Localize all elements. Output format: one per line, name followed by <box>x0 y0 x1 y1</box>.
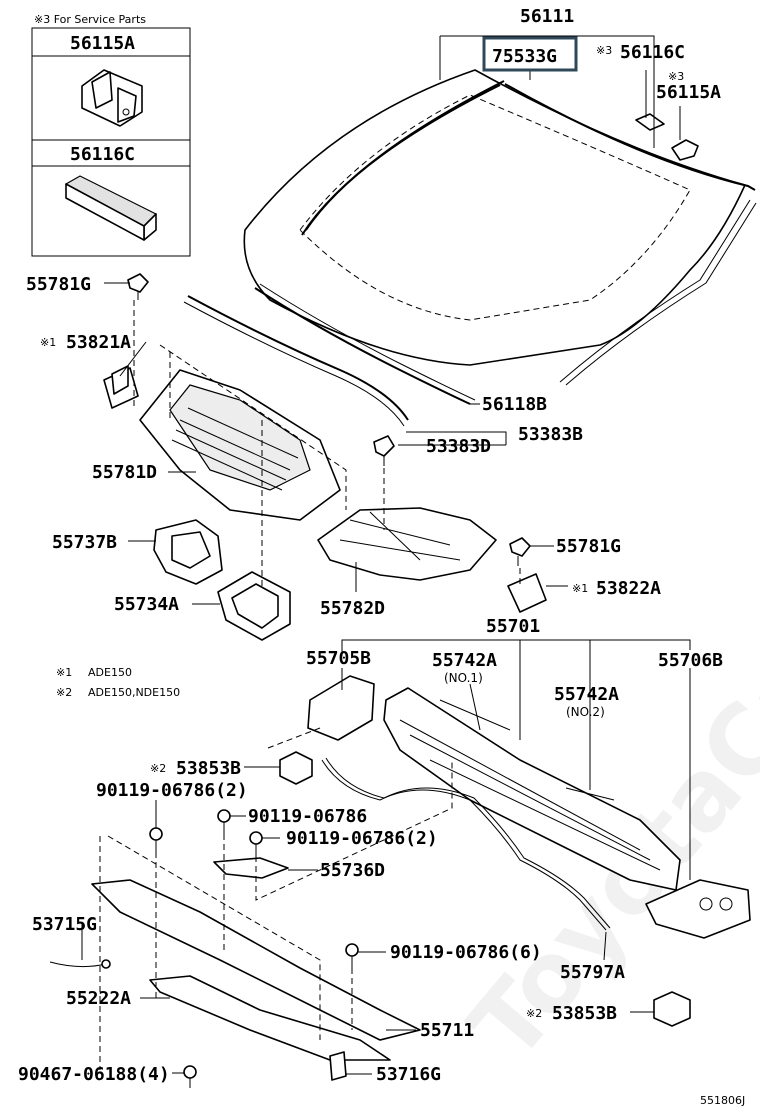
panel-55711[interactable] <box>149 975 391 1061</box>
label-90467-06188[interactable]: 90467-06188(4) <box>18 1064 170 1085</box>
clip-53716G[interactable] <box>329 1051 347 1081</box>
label-55701[interactable]: 55701 <box>486 616 540 637</box>
diagram-reference-code: 551806J <box>700 1094 745 1107</box>
hose-55797A[interactable] <box>321 757 611 931</box>
screw-b[interactable] <box>217 809 231 834</box>
bracket-55706B[interactable] <box>645 879 751 939</box>
label-55781G-top[interactable]: 55781G <box>26 274 91 295</box>
seal-55737B[interactable] <box>153 519 223 585</box>
label-53821A[interactable]: 53821A <box>66 332 131 353</box>
label-55742A-no2[interactable]: 55742A <box>554 684 619 705</box>
screw-d[interactable] <box>345 943 359 968</box>
mark-53853B-bottom: ※2 <box>526 1007 542 1020</box>
label-90119-c[interactable]: 90119-06786(2) <box>286 828 438 849</box>
pad-53853B-top[interactable] <box>279 751 313 785</box>
label-90119-a[interactable]: 90119-06786(2) <box>96 780 248 801</box>
note-2-mark: ※2 <box>56 686 72 699</box>
label-53853B-top[interactable]: 53853B <box>176 758 241 779</box>
label-53853B-bottom[interactable]: 53853B <box>552 1003 617 1024</box>
screw-c[interactable] <box>249 831 263 856</box>
service-box-title: ※3 For Service Parts <box>34 13 146 26</box>
mark-53821A: ※1 <box>40 336 56 349</box>
moulding-56118B[interactable] <box>183 283 476 427</box>
label-53383D[interactable]: 53383D <box>426 436 491 457</box>
bracket-55705B[interactable] <box>307 675 375 741</box>
label-no1: (NO.1) <box>444 671 483 685</box>
label-55737B[interactable]: 55737B <box>52 532 117 553</box>
label-90119-d[interactable]: 90119-06786(6) <box>390 942 542 963</box>
mark-56115A: ※3 <box>668 70 684 83</box>
clip-53383D[interactable] <box>373 435 395 466</box>
pad-56116C-part[interactable] <box>635 113 665 131</box>
screw-e[interactable] <box>183 1065 197 1088</box>
pad-56116C-illustration <box>64 175 158 241</box>
label-56111[interactable]: 56111 <box>520 6 574 27</box>
label-56116C[interactable]: 56116C <box>620 42 685 63</box>
label-55781G-mid[interactable]: 55781G <box>556 536 621 557</box>
service-item-56115A[interactable]: 56115A <box>70 33 135 54</box>
label-55736D[interactable]: 55736D <box>320 860 385 881</box>
label-55781D[interactable]: 55781D <box>92 462 157 483</box>
label-55797A[interactable]: 55797A <box>560 962 625 983</box>
cowl-louver-55781D[interactable] <box>139 369 341 521</box>
bracket-55736D[interactable] <box>213 857 289 879</box>
clip-56115A-part[interactable] <box>671 139 699 161</box>
label-56115A[interactable]: 56115A <box>656 82 721 103</box>
note-2-text: ADE150,NDE150 <box>88 686 180 699</box>
note-1-mark: ※1 <box>56 666 72 679</box>
mark-56116C: ※3 <box>596 44 612 57</box>
label-55705B[interactable]: 55705B <box>306 648 371 669</box>
highlight-box-75533G <box>482 36 578 72</box>
service-box-frame <box>31 27 191 257</box>
note-1-text: ADE150 <box>88 666 132 679</box>
label-55734A[interactable]: 55734A <box>114 594 179 615</box>
clip-56115A-illustration <box>81 69 143 127</box>
label-90119-b[interactable]: 90119-06786 <box>248 806 367 827</box>
leader-lines <box>81 35 691 1075</box>
service-item-56116C[interactable]: 56116C <box>70 144 135 165</box>
label-55742A-no1[interactable]: 55742A <box>432 650 497 671</box>
cowl-panel-55782D[interactable] <box>317 507 497 581</box>
panel-55222A[interactable] <box>91 879 421 1041</box>
label-53715G[interactable]: 53715G <box>32 914 97 935</box>
label-53716G[interactable]: 53716G <box>376 1064 441 1085</box>
mark-53853B-top: ※2 <box>150 762 166 775</box>
label-55782D[interactable]: 55782D <box>320 598 385 619</box>
mark-53822A: ※1 <box>572 582 588 595</box>
label-53383B[interactable]: 53383B <box>518 424 583 445</box>
clip-55781G-mid[interactable] <box>509 537 531 566</box>
cowl-top-55701[interactable] <box>383 687 681 891</box>
label-55706B[interactable]: 55706B <box>658 650 723 671</box>
service-parts-box: ※3 For Service Parts 56115A 56116C <box>31 13 191 257</box>
label-56118B[interactable]: 56118B <box>482 394 547 415</box>
label-55222A[interactable]: 55222A <box>66 988 131 1009</box>
clip-55781G-top[interactable] <box>127 273 149 300</box>
label-75533G[interactable]: 75533G <box>492 46 557 67</box>
windshield-glass[interactable] <box>243 69 757 386</box>
screw-a[interactable] <box>149 827 163 852</box>
pad-53853B-bottom[interactable] <box>653 991 691 1027</box>
part-labels: 56111 75533G ※3 56116C ※3 56115A 55781G … <box>18 6 745 1107</box>
label-53822A[interactable]: 53822A <box>596 578 661 599</box>
bracket-53822A[interactable] <box>507 573 547 613</box>
hose-53715G[interactable] <box>49 959 111 969</box>
bracket-53821A[interactable] <box>103 365 139 409</box>
label-55711[interactable]: 55711 <box>420 1020 474 1041</box>
seal-55734A[interactable] <box>217 571 291 641</box>
label-no2: (NO.2) <box>566 705 605 719</box>
